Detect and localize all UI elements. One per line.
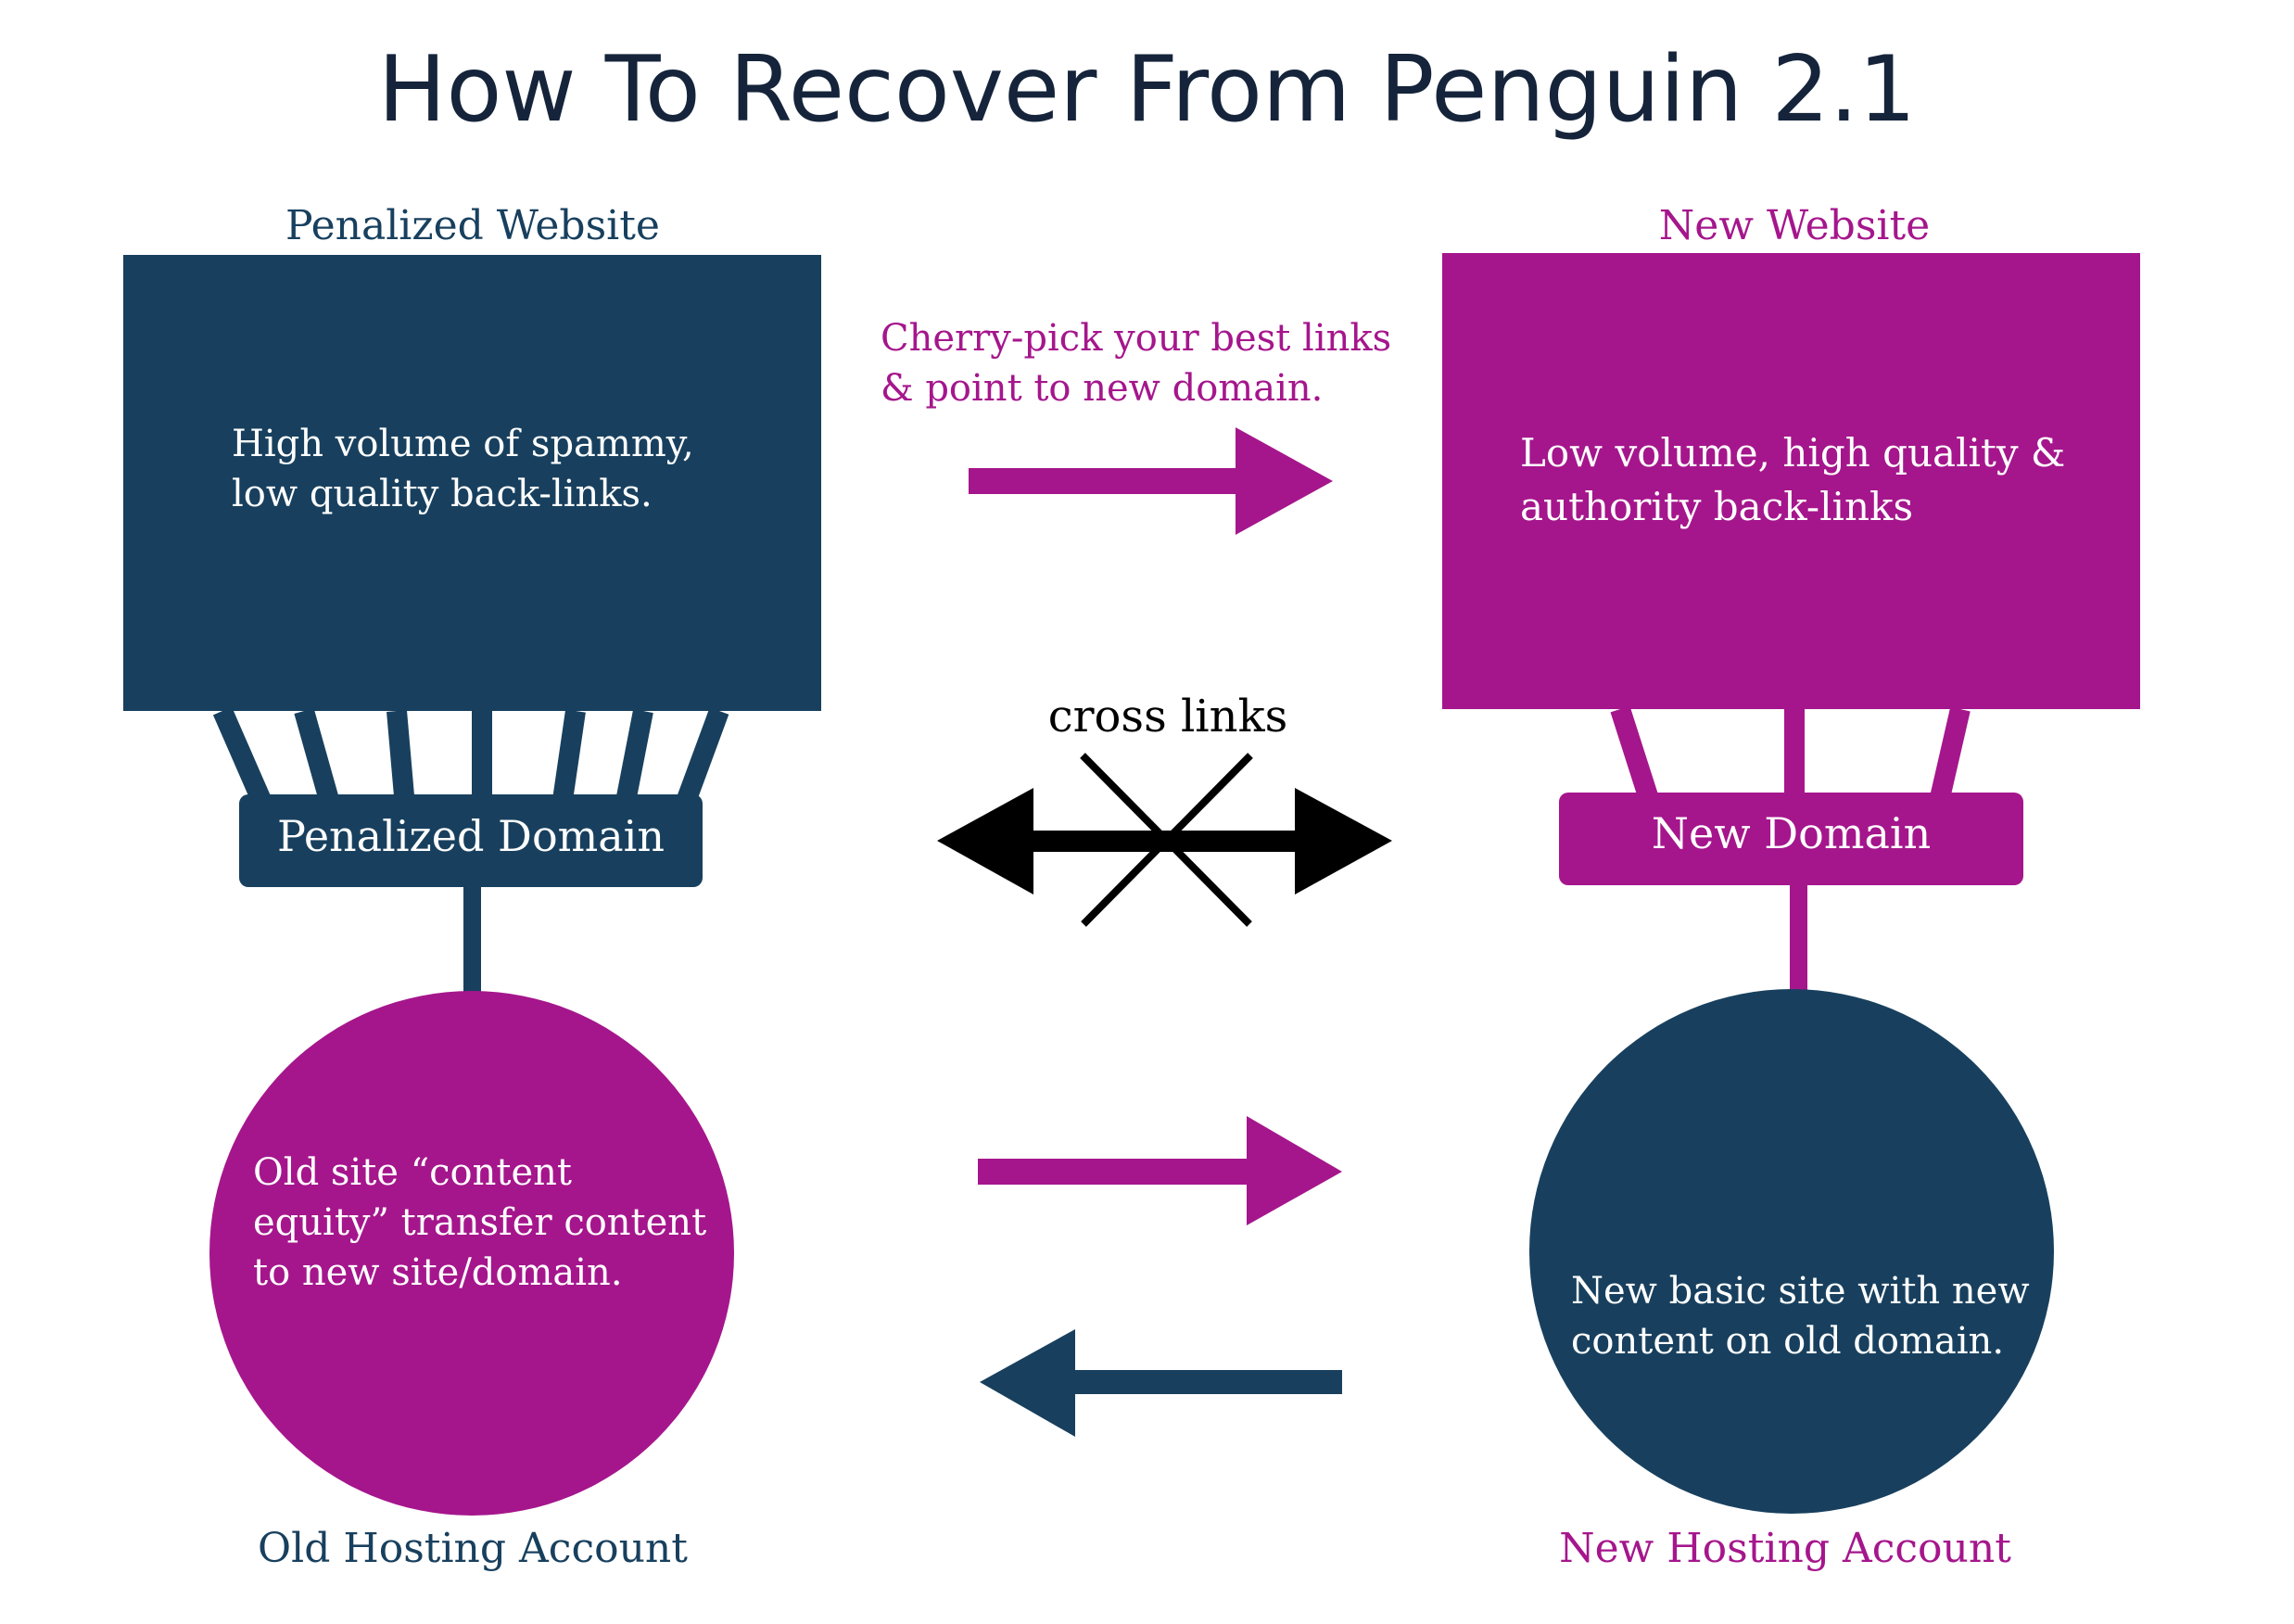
new-website-label: New Website xyxy=(1658,202,1931,249)
penalized-website-label: Penalized Website xyxy=(285,202,660,249)
page-title: How To Recover From Penguin 2.1 xyxy=(377,37,1917,143)
new-domain-label: New Domain xyxy=(1651,808,1932,858)
old-hosting-circle-text: Old site “content equity” transfer conte… xyxy=(253,1148,706,1298)
penalized-domain-connector xyxy=(463,885,481,992)
penalized-domain-bar xyxy=(239,794,703,887)
old-hosting-circle xyxy=(209,991,734,1516)
cherry-pick-text: Cherry-pick your best links & point to n… xyxy=(881,313,1391,413)
new-domain-bar xyxy=(1559,793,2023,885)
old-hosting-circle-text-line: to new site/domain. xyxy=(253,1251,623,1294)
new-hosting-circle-text-line: New basic site with new xyxy=(1571,1270,2030,1313)
cross-links-double-arrow xyxy=(937,753,1392,927)
new-hosting-circle-text: New basic site with new content on old d… xyxy=(1571,1266,2030,1366)
cross-links-label: cross links xyxy=(1047,691,1288,742)
old-hosting-account-label: Old Hosting Account xyxy=(258,1525,688,1572)
new-website-text-line: Low volume, high quality & xyxy=(1520,430,2066,476)
new-hosting-circle xyxy=(1529,989,2054,1514)
new-hosting-circle-text-line: content on old domain. xyxy=(1571,1320,2005,1363)
new-website-box xyxy=(1442,253,2140,709)
penalized-website-text-line: High volume of spammy, xyxy=(232,423,694,465)
penalized-website-text: High volume of spammy, low quality back-… xyxy=(232,419,694,519)
content-transfer-arrow xyxy=(978,1116,1342,1225)
new-domain-connector xyxy=(1790,883,1807,990)
old-hosting-circle-text-line: equity” transfer content xyxy=(253,1201,707,1244)
old-hosting-circle-text-line: Old site “content xyxy=(253,1151,572,1194)
penalized-website-box xyxy=(123,255,821,711)
penalized-website-text-line: low quality back-links. xyxy=(232,473,653,515)
new-website-text-line: authority back-links xyxy=(1520,484,1914,529)
new-content-back-arrow xyxy=(980,1329,1342,1437)
new-hosting-account-label: New Hosting Account xyxy=(1559,1525,2011,1572)
cherry-pick-text-line: & point to new domain. xyxy=(881,367,1324,410)
penalized-link-struts xyxy=(212,706,729,811)
cherry-pick-text-line: Cherry-pick your best links xyxy=(881,317,1392,360)
new-website-text: Low volume, high quality & authority bac… xyxy=(1520,426,2065,534)
cherry-pick-arrow xyxy=(969,427,1333,535)
new-link-struts xyxy=(1610,705,1971,806)
penalized-domain-label: Penalized Domain xyxy=(276,811,665,861)
